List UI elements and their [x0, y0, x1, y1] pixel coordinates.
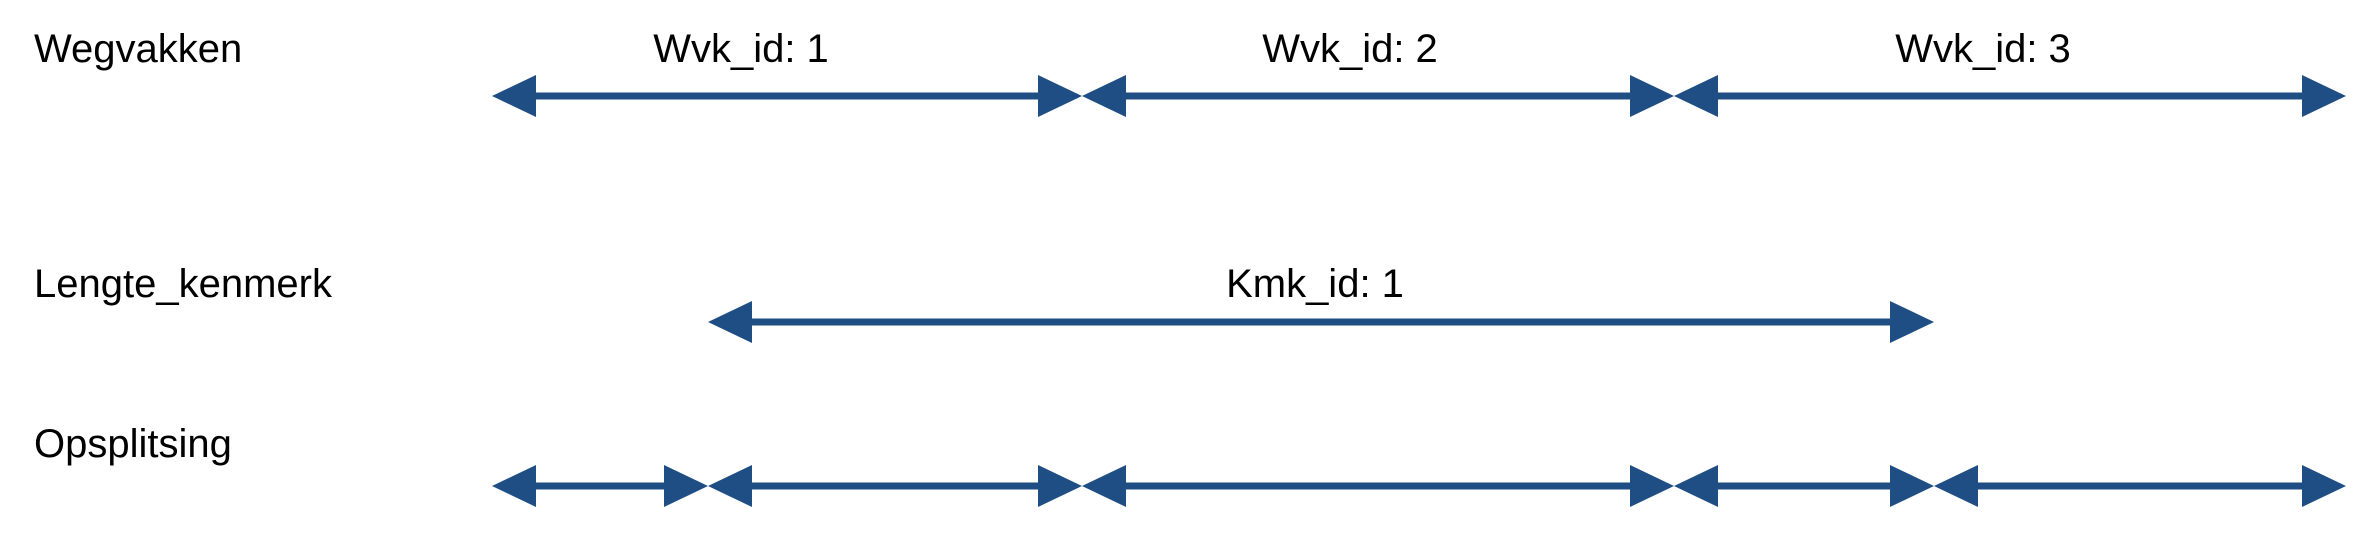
arrowhead-left — [708, 465, 752, 507]
segment-split-3 — [1082, 465, 1674, 507]
segment-kmk-1 — [708, 301, 1934, 343]
arrowhead-right — [2302, 75, 2346, 117]
arrowhead-left — [1674, 465, 1718, 507]
arrowhead-left — [1082, 75, 1126, 117]
row-opsplitsing — [492, 465, 2346, 507]
arrowhead-right — [1038, 465, 1082, 507]
segment-split-4 — [1674, 465, 1934, 507]
row-label-opsplitsing: Opsplitsing — [34, 422, 232, 466]
arrowhead-right — [1038, 75, 1082, 117]
arrowhead-left — [708, 301, 752, 343]
segment-label-wvk-2: Wvk_id: 2 — [1262, 27, 1438, 71]
segment-split-2 — [708, 465, 1082, 507]
segment-label-wvk-1: Wvk_id: 1 — [653, 27, 829, 71]
arrowhead-left — [492, 75, 536, 117]
segment-split-5 — [1934, 465, 2346, 507]
arrowhead-left — [1082, 465, 1126, 507]
arrowhead-right — [1630, 75, 1674, 117]
row-wegvakken: Wvk_id: 1 Wvk_id: 2 Wvk_id: 3 — [492, 27, 2346, 117]
row-lengte-kenmerk: Kmk_id: 1 — [708, 262, 1934, 343]
segment-wvk-3 — [1674, 75, 2346, 117]
segment-label-kmk-1: Kmk_id: 1 — [1226, 262, 1404, 306]
arrowhead-right — [1890, 301, 1934, 343]
segment-split-1 — [492, 465, 708, 507]
row-label-lengte-kenmerk: Lengte_kenmerk — [34, 262, 333, 306]
row-label-wegvakken: Wegvakken — [34, 27, 242, 71]
arrowhead-right — [2302, 465, 2346, 507]
arrowhead-right — [1890, 465, 1934, 507]
segment-wvk-2 — [1082, 75, 1674, 117]
segment-label-wvk-3: Wvk_id: 3 — [1895, 27, 2071, 71]
arrowhead-left — [1934, 465, 1978, 507]
arrowhead-right — [1630, 465, 1674, 507]
arrowhead-right — [664, 465, 708, 507]
arrowhead-left — [492, 465, 536, 507]
segment-wvk-1 — [492, 75, 1082, 117]
arrowhead-left — [1674, 75, 1718, 117]
